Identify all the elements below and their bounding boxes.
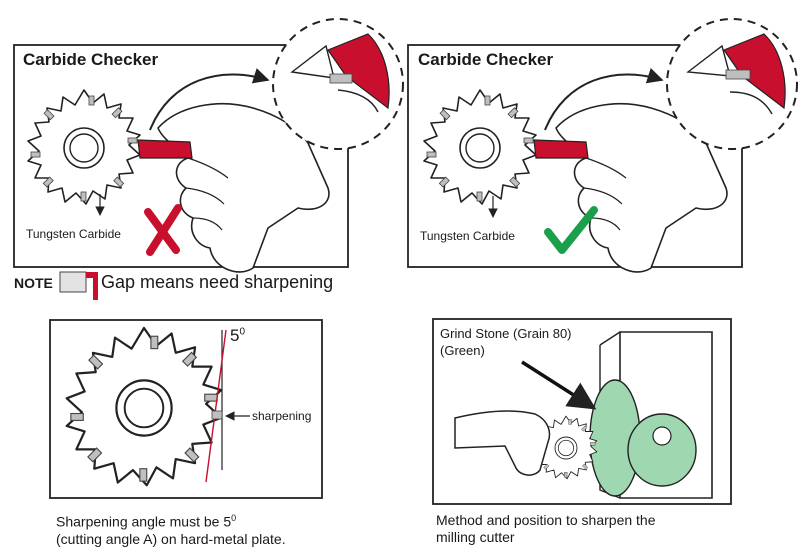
panel-grind — [432, 318, 732, 505]
check-mark-icon — [544, 206, 598, 254]
cross-mark-icon — [144, 204, 182, 256]
zoom-red-tool-right — [723, 33, 786, 110]
angle-value: 5 — [230, 326, 240, 345]
note-gap-icon — [59, 271, 98, 300]
note-label: NOTE — [14, 275, 53, 291]
angle-value-label: 50 — [230, 326, 245, 346]
carbide-checker-tool-right — [533, 139, 589, 159]
sharpening-label: sharpening — [252, 409, 312, 423]
note-text: Gap means need sharpening — [101, 272, 334, 292]
angle-caption-line1: Sharpening angle must be 50 — [56, 513, 237, 530]
panel-top-right — [407, 18, 798, 273]
hand-grind — [454, 410, 551, 476]
panel-top-left-title: Carbide Checker — [23, 50, 159, 69]
sharpened-carbide — [211, 410, 223, 420]
grind-stone-label-line1: Grind Stone (Grain 80) — [440, 326, 572, 341]
zoom-red-tool-left — [327, 33, 390, 110]
angle-caption: Sharpening angle must be 50 (cutting ang… — [56, 510, 286, 548]
grind-caption-line1: Method and position to sharpen the — [436, 512, 656, 528]
grind-stone-label: Grind Stone (Grain 80) (Green) — [440, 325, 572, 359]
grind-caption-line2: milling cutter — [436, 529, 515, 545]
grind-stone-hub — [652, 426, 672, 446]
zoom-finger-right — [729, 91, 773, 115]
angle-caption-line2: (cutting angle A) on hard-metal plate. — [56, 530, 286, 547]
curved-arrow-left — [149, 68, 270, 131]
curved-arrow-right — [544, 68, 664, 131]
grind-stone-label-line2: (Green) — [440, 343, 485, 358]
zoom-gap-left — [337, 89, 379, 113]
carbide-checker-tool-left — [137, 139, 193, 159]
grind-stone-face — [627, 413, 697, 487]
angle-degree: 0 — [239, 326, 246, 338]
zoom-wedge-left — [290, 44, 335, 79]
panel-top-left — [13, 18, 404, 273]
tungsten-carbide-label-right: Tungsten Carbide — [420, 229, 515, 243]
panel-angle — [49, 319, 323, 499]
zoom-wedge-right — [686, 44, 731, 77]
zoom-carbide-right — [725, 69, 751, 80]
tungsten-carbide-label-left: Tungsten Carbide — [26, 227, 121, 241]
panel-top-right-title: Carbide Checker — [418, 50, 554, 69]
zoom-carbide-left — [329, 73, 353, 84]
angle-line-red — [205, 329, 227, 483]
grind-caption: Method and position to sharpen the milli… — [436, 512, 656, 546]
stone-pointer-arrow — [521, 360, 597, 410]
